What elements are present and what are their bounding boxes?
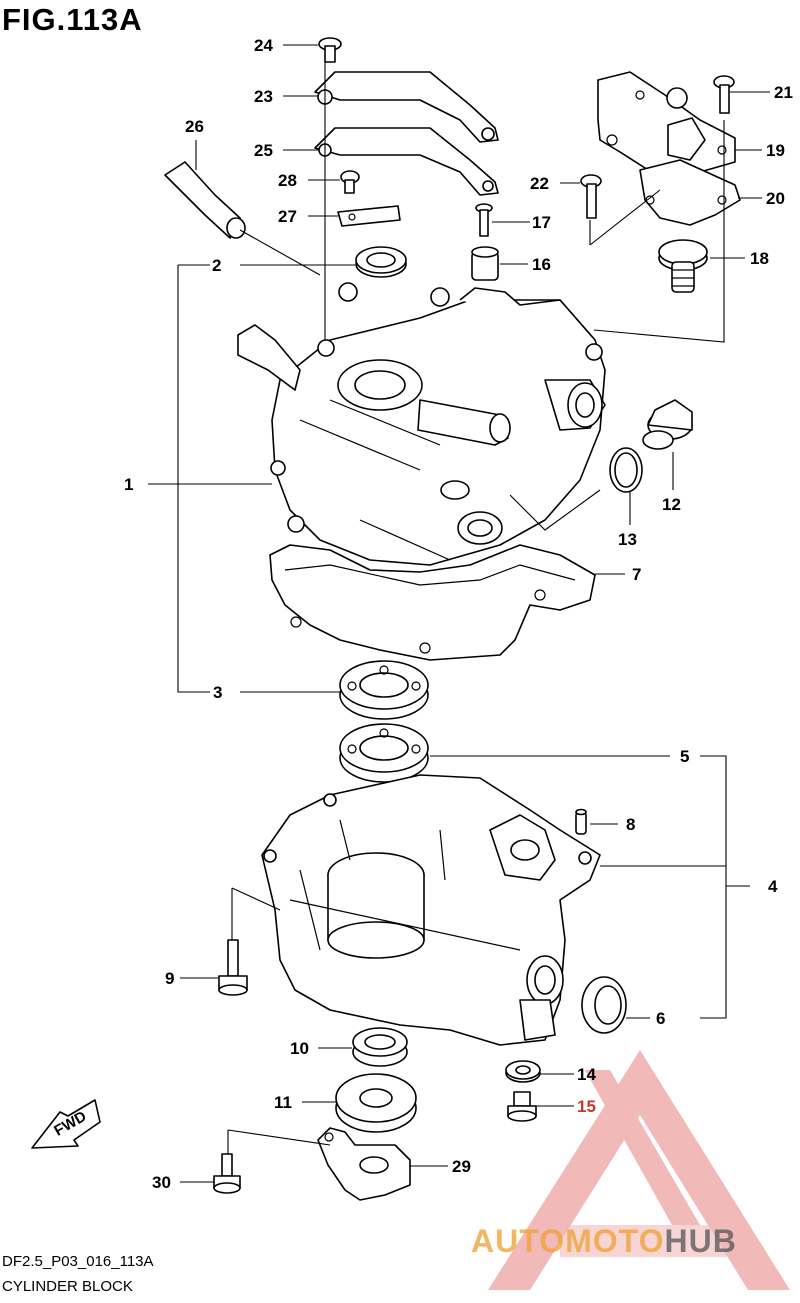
part-13-o-ring (609, 447, 643, 493)
part-4-crankcase (261, 774, 601, 1046)
callout-15: 15 (577, 1097, 596, 1116)
callout-29: 29 (452, 1157, 471, 1176)
part-16-sleeve (471, 246, 499, 281)
callout-19: 19 (766, 141, 785, 160)
part-21-bolt (713, 75, 735, 114)
part-25-gasket (314, 127, 499, 196)
part-15-drain-plug (507, 1091, 537, 1122)
part-7-gasket (269, 544, 596, 661)
part-2-seal (355, 246, 407, 278)
fwd-arrow: FWD (31, 1099, 101, 1149)
part-9-bolt (218, 939, 248, 996)
part-6-seal (581, 976, 627, 1034)
part-17-screw (475, 203, 493, 237)
figure-name: CYLINDER BLOCK (2, 1278, 133, 1295)
callout-25: 25 (254, 141, 273, 160)
part-23-bracket (314, 71, 499, 143)
callout-1: 1 (124, 475, 133, 494)
callout-13: 13 (618, 530, 637, 549)
watermark-part2: HUB (664, 1223, 737, 1259)
callout-23: 23 (254, 87, 273, 106)
part-29-plate (317, 1127, 411, 1201)
callout-6: 6 (656, 1009, 665, 1028)
callout-30: 30 (152, 1173, 171, 1192)
part-20-gasket (639, 159, 741, 226)
watermark-text: AUTOMOTOHUB (471, 1223, 737, 1260)
callout-2: 2 (212, 256, 221, 275)
callout-12: 12 (662, 495, 681, 514)
part-5-bearing (339, 723, 429, 783)
callout-3: 3 (213, 683, 222, 702)
callout-11: 11 (274, 1093, 292, 1112)
callout-7: 7 (632, 565, 641, 584)
part-30-bolt (213, 1153, 241, 1194)
callout-17: 17 (532, 213, 551, 232)
part-26-hose (164, 161, 321, 276)
callout-20: 20 (766, 189, 785, 208)
callout-24: 24 (254, 36, 273, 55)
callout-22: 22 (530, 174, 549, 193)
part-14-washer (505, 1060, 541, 1083)
part-18-thermostat (658, 239, 708, 293)
leader-lines (148, 44, 770, 1183)
callout-21: 21 (774, 83, 793, 102)
callout-14: 14 (577, 1065, 596, 1084)
callout-28: 28 (278, 171, 297, 190)
callout-9: 9 (165, 969, 174, 988)
callout-8: 8 (626, 815, 635, 834)
figure-code: DF2.5_P03_016_113A (2, 1253, 154, 1270)
part-27-plate (337, 205, 401, 227)
callout-5: 5 (680, 747, 689, 766)
part-1-cylinder-block (237, 282, 606, 566)
callout-18: 18 (750, 249, 769, 268)
part-8-dowel-pin (575, 808, 587, 835)
watermark-logo (488, 1050, 790, 1290)
part-22-bolt (580, 174, 602, 219)
part-28-screw (340, 170, 360, 194)
callout-4: 4 (768, 877, 778, 896)
callout-10: 10 (290, 1039, 309, 1058)
part-3-bearing (339, 660, 429, 720)
part-12-plug (642, 399, 693, 450)
figure-title: FIG.113A (2, 2, 143, 37)
callouts: 24 23 25 26 28 27 2 1 3 5 4 8 9 6 10 11 … (124, 36, 793, 1192)
callout-27: 27 (278, 207, 297, 226)
watermark-part1: AUTOMOTO (471, 1223, 665, 1259)
callout-16: 16 (532, 255, 551, 274)
part-11-cap (335, 1073, 417, 1133)
part-24-screw (318, 37, 342, 63)
part-10-seal (352, 1027, 408, 1067)
callout-26: 26 (185, 117, 204, 136)
